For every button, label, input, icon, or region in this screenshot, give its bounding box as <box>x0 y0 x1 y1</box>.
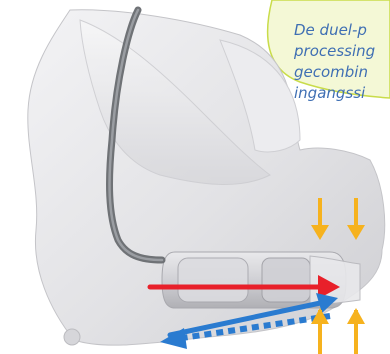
callout-line: De duel-p <box>294 20 390 41</box>
callout-text: De duel-p processing gecombin ingangssi <box>294 20 390 104</box>
arrow-up-icon <box>347 308 365 354</box>
vent-dot <box>64 329 80 345</box>
callout-line: ingangssi <box>294 83 390 104</box>
callout-line: processing <box>294 41 390 62</box>
input-arrows-bottom <box>311 308 365 354</box>
callout-line: gecombin <box>294 62 390 83</box>
